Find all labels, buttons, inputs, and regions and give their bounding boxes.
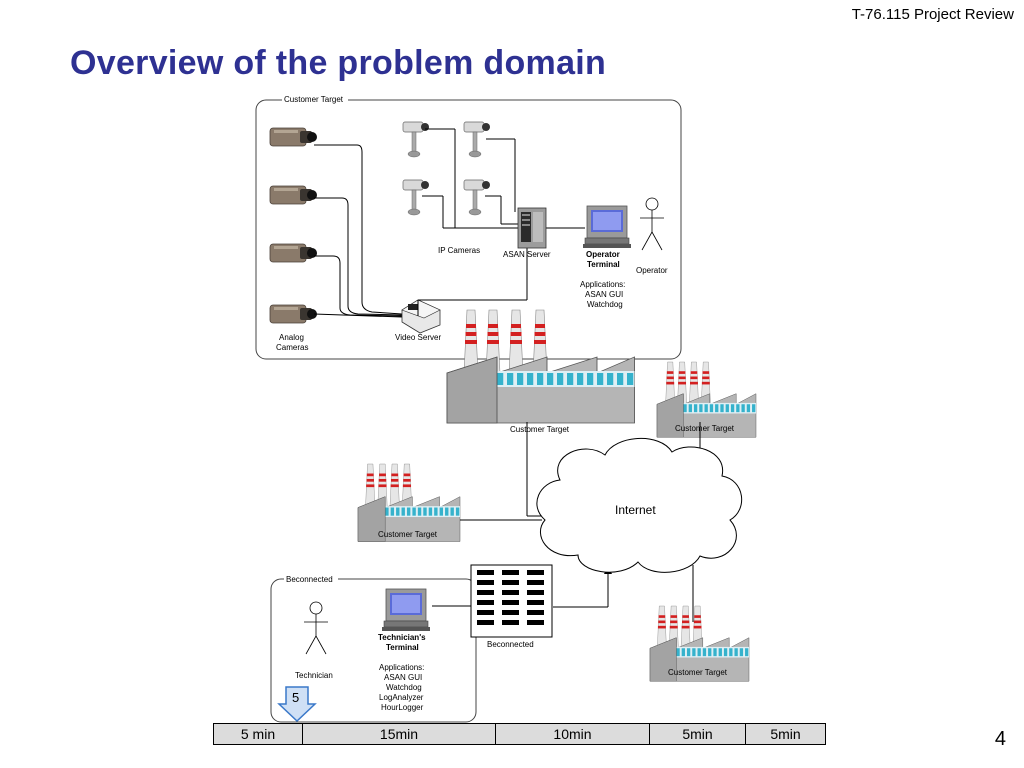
timeline-marker-arrow: 5	[277, 686, 317, 722]
technician-terminal-label: Technician's	[378, 633, 426, 642]
technician-applications-label: Applications:	[379, 663, 424, 672]
internet-cloud	[536, 438, 743, 573]
operator-applications-label: Applications:	[580, 280, 625, 289]
ip-camera-icon	[402, 179, 430, 216]
analog-camera-icon	[269, 127, 318, 147]
ip-cameras-label: IP Cameras	[438, 246, 480, 255]
technician-label: Technician	[295, 671, 333, 680]
customer-target-group-label: Customer Target	[284, 95, 344, 104]
operator-terminal-label: Operator	[586, 250, 620, 259]
office-building-icon	[470, 564, 553, 638]
ip-camera-icon	[402, 121, 430, 158]
analog-cameras-label: Analog	[279, 333, 304, 342]
asan-server-label: ASAN Server	[503, 250, 551, 259]
technician-application-item: LogAnalyzer	[379, 693, 424, 702]
beconnected-boundary	[270, 578, 477, 723]
page-title: Overview of the problem domain	[70, 44, 607, 82]
factory-icon	[446, 309, 636, 424]
page-number: 4	[994, 728, 1006, 750]
operator-label: Operator	[636, 266, 668, 275]
customer-target-label: Customer Target	[378, 530, 438, 539]
timeline-segment: 5min	[770, 726, 801, 742]
analog-camera-icon	[269, 185, 318, 205]
timeline-segment: 10min	[496, 724, 650, 744]
beconnected-label: Beconnected	[487, 640, 534, 649]
technician-terminal-label: Terminal	[386, 643, 419, 652]
ip-camera-icon	[463, 179, 491, 216]
timeline-segment: 5 min	[214, 724, 303, 744]
timeline-bar: 5 min 15min 10min 5min 5min	[213, 723, 826, 745]
analog-cameras-label: Cameras	[276, 343, 308, 352]
operator-terminal-icon	[582, 205, 632, 249]
technician-application-item: ASAN GUI	[384, 673, 422, 682]
asan-server-icon	[517, 207, 547, 249]
beconnected-group-label: Beconnected	[286, 575, 333, 584]
customer-target-label: Customer Target	[510, 425, 570, 434]
video-server-icon	[401, 299, 441, 334]
operator-terminal-label: Terminal	[587, 260, 620, 269]
customer-target-label: Customer Target	[668, 668, 728, 677]
customer-target-label: Customer Target	[675, 424, 735, 433]
operator-application-item: Watchdog	[587, 300, 623, 309]
timeline-segment: 15min	[303, 724, 496, 744]
video-server-label: Video Server	[395, 333, 441, 342]
technician-application-item: HourLogger	[381, 703, 424, 712]
course-header: T-76.115 Project Review	[851, 6, 1014, 23]
analog-camera-icon	[269, 243, 318, 263]
technician-person-icon	[303, 601, 329, 655]
analog-camera-icon	[269, 304, 318, 324]
operator-person-icon	[639, 197, 665, 251]
operator-application-item: ASAN GUI	[585, 290, 623, 299]
technician-application-item: Watchdog	[386, 683, 422, 692]
technician-terminal-icon	[381, 588, 431, 632]
timeline-segment: 5min	[650, 724, 746, 744]
internet-label: Internet	[615, 503, 656, 517]
timeline-marker-label: 5	[292, 690, 299, 705]
